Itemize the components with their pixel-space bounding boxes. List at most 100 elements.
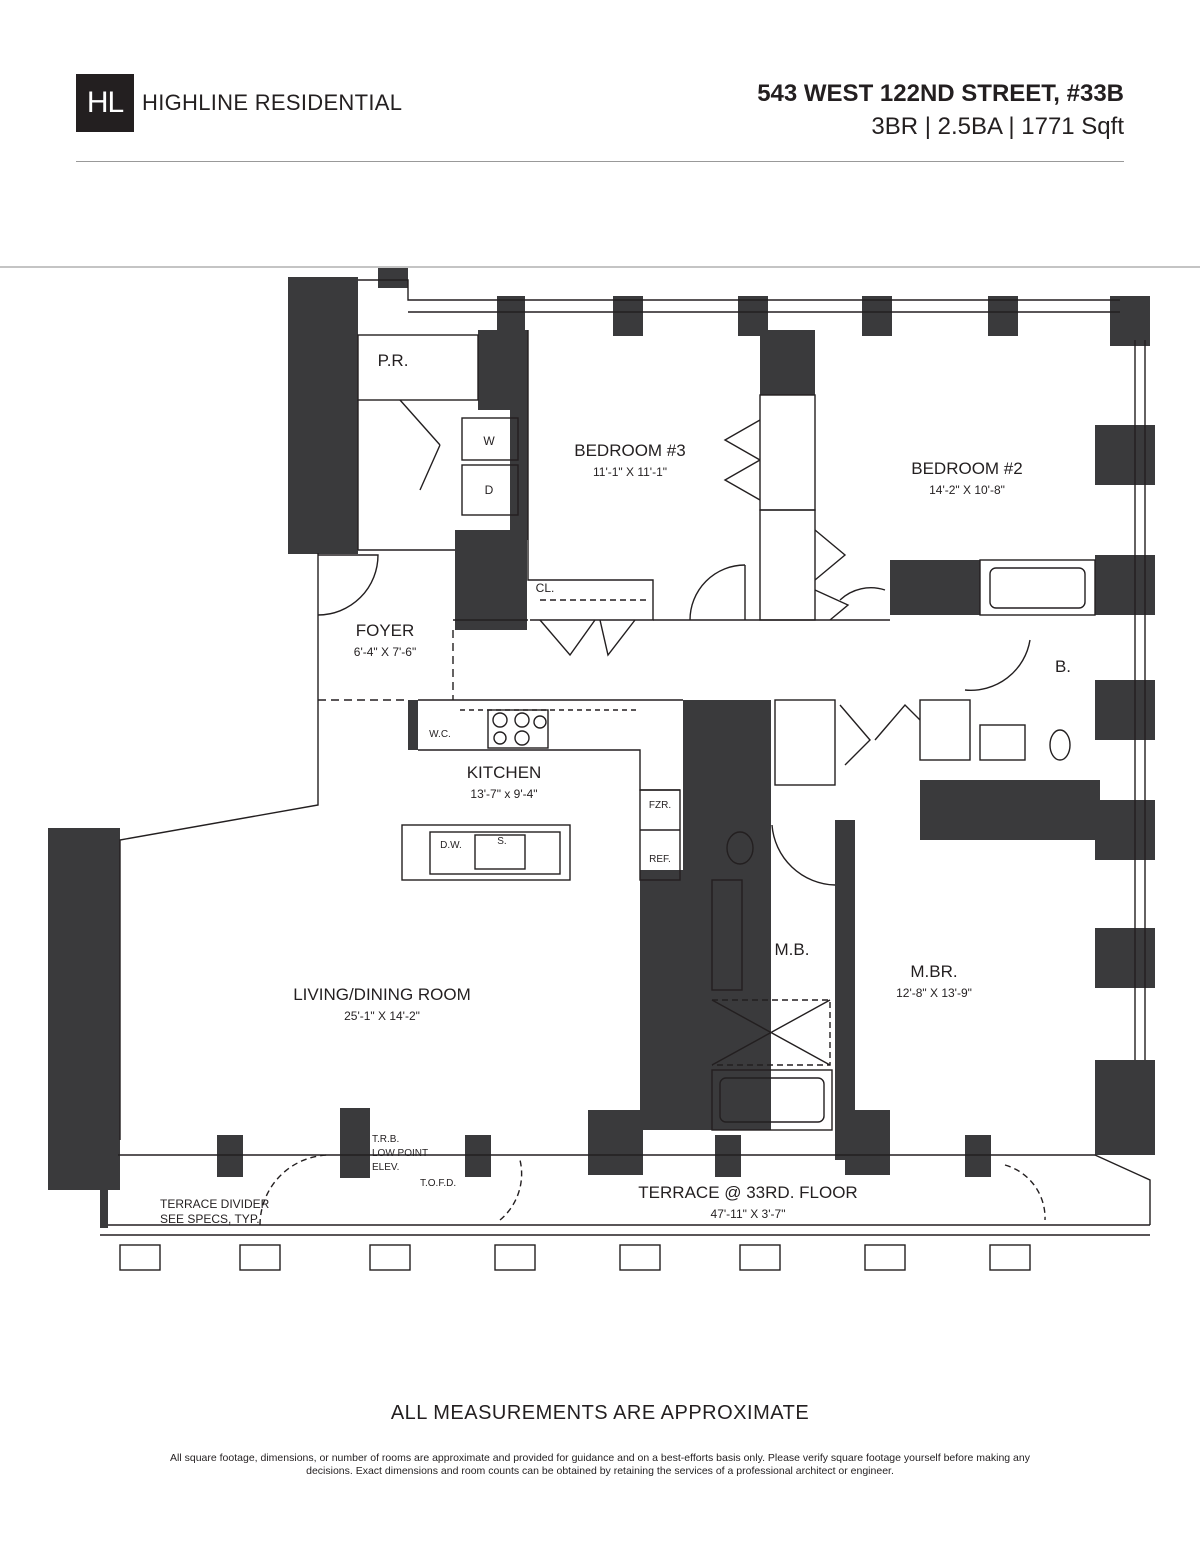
pier-bottom <box>715 1135 741 1177</box>
pier-bottom <box>92 1140 118 1180</box>
wall-mb-mbr <box>835 820 855 1160</box>
burner <box>493 731 507 745</box>
bathtub-inner <box>989 567 1086 609</box>
plan-lines <box>100 279 1151 1271</box>
pier <box>613 296 643 336</box>
dims-bedroom3: 11'-1" X 11'-1" <box>593 465 667 479</box>
bathtub <box>979 559 1096 616</box>
wall-upper-left <box>288 277 358 554</box>
label-bath: B. <box>1055 657 1071 676</box>
wall-bottom-pier <box>845 1110 890 1175</box>
label-living: LIVING/DINING ROOM <box>293 985 471 1004</box>
terrace-door-arc <box>259 1154 331 1226</box>
terrace-ofd: T.O.F.D. <box>420 1178 456 1189</box>
pr-outline <box>357 334 479 401</box>
burner <box>514 712 530 728</box>
label-foyer: FOYER <box>356 621 415 640</box>
header-divider <box>76 161 1124 162</box>
bathtub-mb <box>711 1069 833 1131</box>
terrace-pier <box>239 1244 281 1271</box>
island-counter <box>429 831 561 875</box>
closet-doors <box>539 619 636 657</box>
walls <box>48 268 1155 1190</box>
terrace-pier <box>739 1244 781 1271</box>
pier <box>862 296 892 336</box>
bed3-closet <box>759 394 816 511</box>
perimeter-top <box>358 279 1120 301</box>
terrace-pier <box>119 1244 161 1271</box>
label-closet: CL. <box>536 581 555 595</box>
wall-kitchen-spine <box>640 870 688 1130</box>
label-dishwasher: D.W. <box>440 840 462 851</box>
bed3-walls <box>527 330 654 621</box>
label-bedroom3: BEDROOM #3 <box>574 441 685 460</box>
dryer-outline <box>461 464 519 516</box>
terrace-elev-2: LOW POINT <box>372 1148 428 1159</box>
vanity-mb <box>711 879 743 991</box>
wall-bottom-pier <box>588 1110 643 1175</box>
wall-top-stub <box>378 268 408 288</box>
terrace-pier <box>494 1244 536 1271</box>
label-dryer: D <box>485 483 494 497</box>
label-refrigerator: REF. <box>649 854 671 865</box>
hall-closet <box>774 699 836 786</box>
vanity-b <box>979 724 1026 761</box>
entry-door <box>317 554 379 616</box>
dims-foyer: 6'-4" X 7'-6" <box>354 645 416 659</box>
listing-specs: 3BR | 2.5BA | 1771 Sqft <box>871 113 1124 140</box>
pier-right <box>1095 800 1155 860</box>
wall-foyer-core <box>455 530 527 630</box>
door-swing <box>399 399 441 491</box>
toilet-b <box>1049 729 1071 761</box>
pier <box>497 296 525 336</box>
wall-spine <box>683 700 771 1130</box>
island-sink <box>474 834 526 870</box>
terrace-divider-1: TERRACE DIVIDER <box>160 1197 270 1211</box>
wall-pr-bed3 <box>478 330 528 410</box>
fridge-outline <box>639 789 681 881</box>
door-arc <box>964 639 1031 691</box>
pier-right <box>1095 680 1155 740</box>
floor-plan: P.R. W D BEDROOM #3 11'-1" X 11'-1" BEDR… <box>0 266 1200 1271</box>
pier-bottom <box>340 1108 370 1178</box>
wall-living-left <box>48 828 120 1190</box>
closet-doors <box>839 703 921 766</box>
dims-terrace: 47'-11" X 3'-7" <box>711 1207 786 1221</box>
brand-logo: HL <box>76 74 134 132</box>
bathtub-mb-inner <box>719 1077 825 1123</box>
closet-doors <box>814 529 850 621</box>
pier-bottom <box>965 1135 991 1177</box>
pier-bottom <box>217 1135 243 1177</box>
wall-bath-b <box>890 560 980 615</box>
disclaimer-line1: All square footage, dimensions, or numbe… <box>170 1452 1030 1464</box>
pier-right <box>1095 555 1155 615</box>
label-sink: S. <box>497 836 506 847</box>
perimeter-living <box>119 553 319 1140</box>
listing-address: 543 WEST 122ND STREET, #33B <box>757 80 1124 107</box>
disclaimer: All square footage, dimensions, or numbe… <box>100 1452 1100 1478</box>
disclaimer-line2: decisions. Exact dimensions and room cou… <box>306 1465 894 1477</box>
wall-laundry <box>510 400 528 540</box>
terrace-corner <box>1094 1154 1151 1225</box>
label-master-bath: M.B. <box>775 940 810 959</box>
burner <box>533 715 547 729</box>
wall-wc <box>408 700 418 750</box>
label-freezer: FZR. <box>649 800 671 811</box>
label-bedroom2: BEDROOM #2 <box>911 459 1022 478</box>
label-washer: W <box>483 434 495 448</box>
shower-x <box>711 999 831 1066</box>
washer-outline <box>461 417 519 461</box>
pier <box>738 296 768 336</box>
linen <box>919 699 971 761</box>
label-kitchen: KITCHEN <box>467 763 542 782</box>
terrace-door-arc <box>1004 1164 1046 1221</box>
closet-doors <box>723 419 761 501</box>
wall-bed3-bed2 <box>760 330 815 395</box>
door-arc <box>771 824 836 886</box>
label-master-bedroom: M.BR. <box>910 962 957 981</box>
door-arc <box>839 587 886 601</box>
dims-master-bedroom: 12'-8" X 13'-9" <box>896 986 972 1000</box>
terrace-pier <box>864 1244 906 1271</box>
toilet-mb <box>726 831 754 865</box>
brand-name: HIGHLINE RESIDENTIAL <box>142 90 403 115</box>
